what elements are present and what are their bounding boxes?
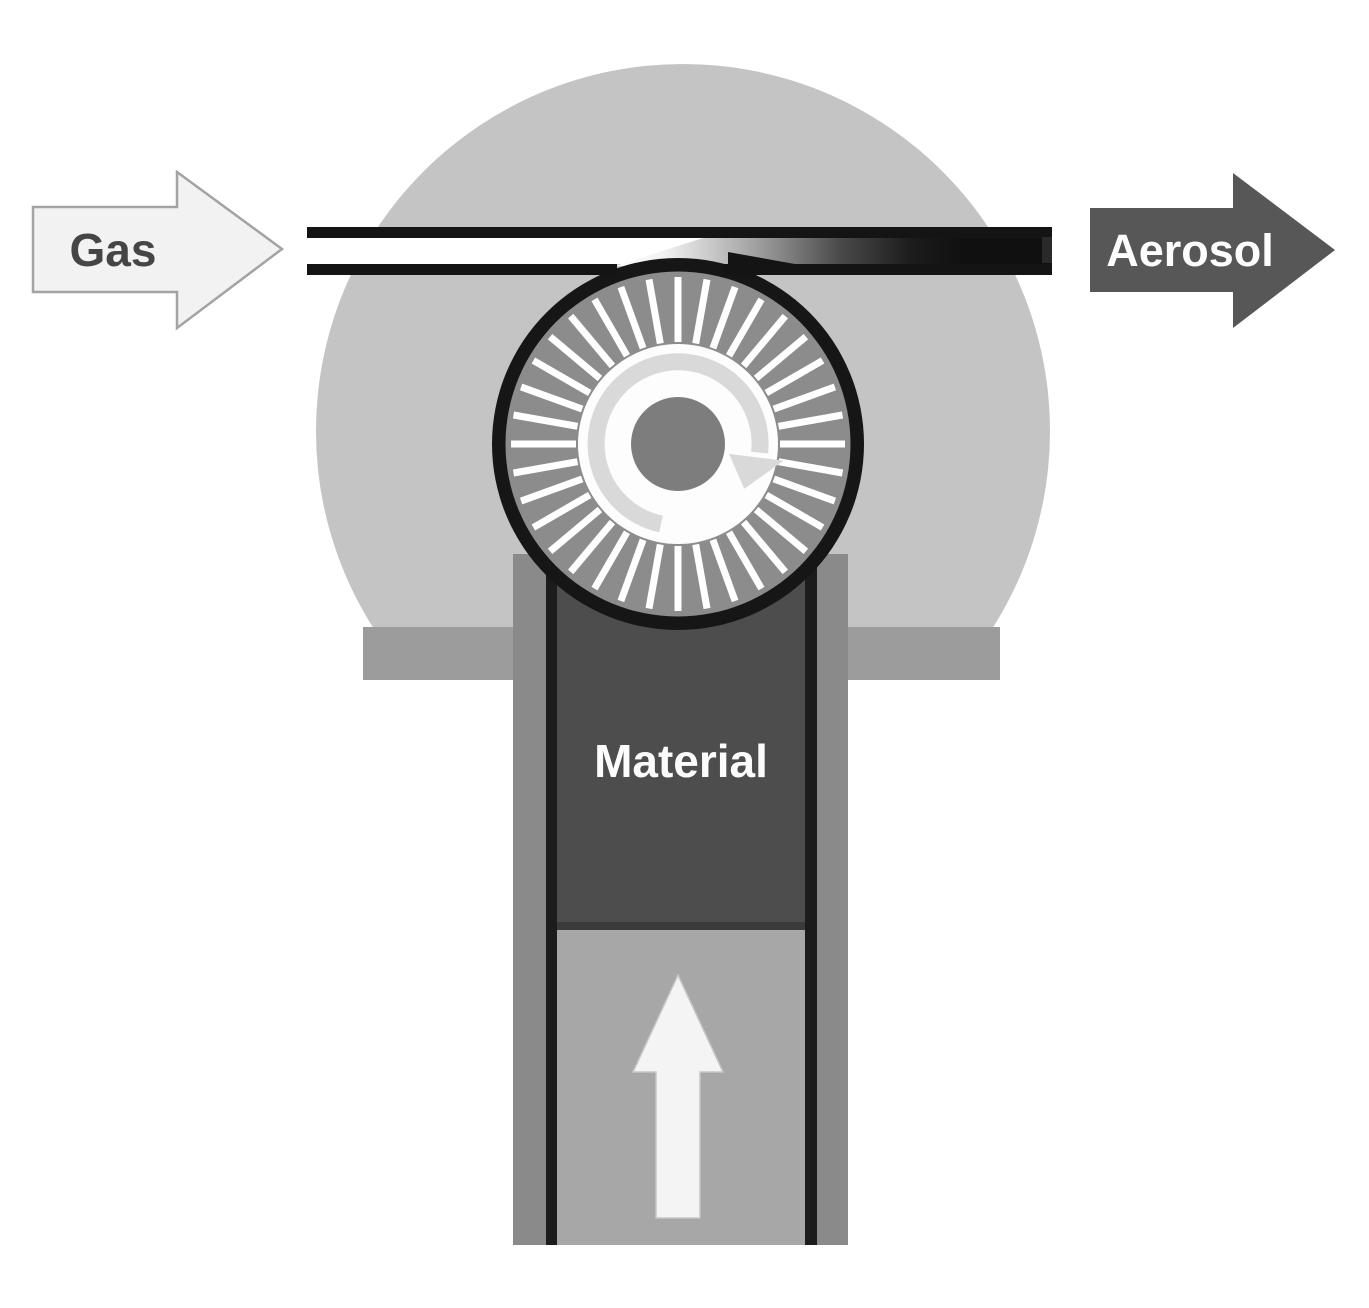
brush-spoke <box>764 491 825 531</box>
brush-spoke <box>617 538 647 603</box>
brush-spoke <box>547 506 603 554</box>
brush-spoke <box>519 475 584 505</box>
feed-tube-lining-right <box>805 562 817 1245</box>
channel-bottom-wall-left <box>307 264 617 275</box>
rotation-arrowhead <box>729 453 784 489</box>
aerosol-label: Aerosol <box>1106 225 1274 276</box>
brush-spoke <box>777 411 844 430</box>
up-arrow-shape <box>631 973 725 1219</box>
brush-spoke <box>512 458 579 477</box>
brush-spoke <box>512 411 579 430</box>
channel-bottom-wall-right <box>722 264 1052 275</box>
brush-spoke <box>709 285 739 350</box>
gas-arrow-icon <box>31 170 285 331</box>
gas-label: Gas <box>69 224 157 276</box>
wheel-axle <box>631 397 725 491</box>
brush-spoke <box>645 543 664 610</box>
brush-spoke <box>772 383 837 413</box>
brush-spoke <box>777 458 844 477</box>
brush-spoke <box>591 297 631 358</box>
brush-spoke <box>740 313 788 369</box>
brush-spoke <box>692 278 711 345</box>
brush-spoke <box>531 491 592 531</box>
feed-tube-wall-right <box>817 554 848 1245</box>
aerosol-arrow-icon <box>1090 173 1335 328</box>
brush-spoke <box>772 475 837 505</box>
material-label: Material <box>594 735 768 787</box>
brush-spoke <box>725 297 765 358</box>
brush-spoke <box>531 357 592 397</box>
clockwise-rotation-icon <box>587 353 769 533</box>
channel-end-face <box>1042 237 1052 263</box>
material-piston-divider <box>557 922 805 930</box>
brush-spoke <box>764 357 825 397</box>
brush-spoke <box>709 538 739 603</box>
up-arrow-icon <box>631 973 725 1219</box>
brush-spoke <box>547 334 603 382</box>
feed-tube-wall-left <box>513 554 546 1245</box>
brush-spokes <box>511 277 845 611</box>
brush-spoke <box>753 334 809 382</box>
channel-top-wall <box>307 227 1052 238</box>
brush-spoke <box>617 285 647 350</box>
brush-spoke <box>692 543 711 610</box>
gas-arrow-shape <box>31 170 285 331</box>
brush-spoke <box>645 278 664 345</box>
brush-spoke <box>725 530 765 591</box>
brush-spoke <box>740 519 788 575</box>
brush-spoke <box>591 530 631 591</box>
brush-spoke <box>753 506 809 554</box>
brush-spoke <box>568 519 616 575</box>
aerosol-arrow-shape <box>1090 173 1335 328</box>
brush-spoke <box>519 383 584 413</box>
feed-tube-lining-left <box>546 562 557 1245</box>
brush-spoke <box>568 313 616 369</box>
brush-wheel <box>492 258 864 630</box>
